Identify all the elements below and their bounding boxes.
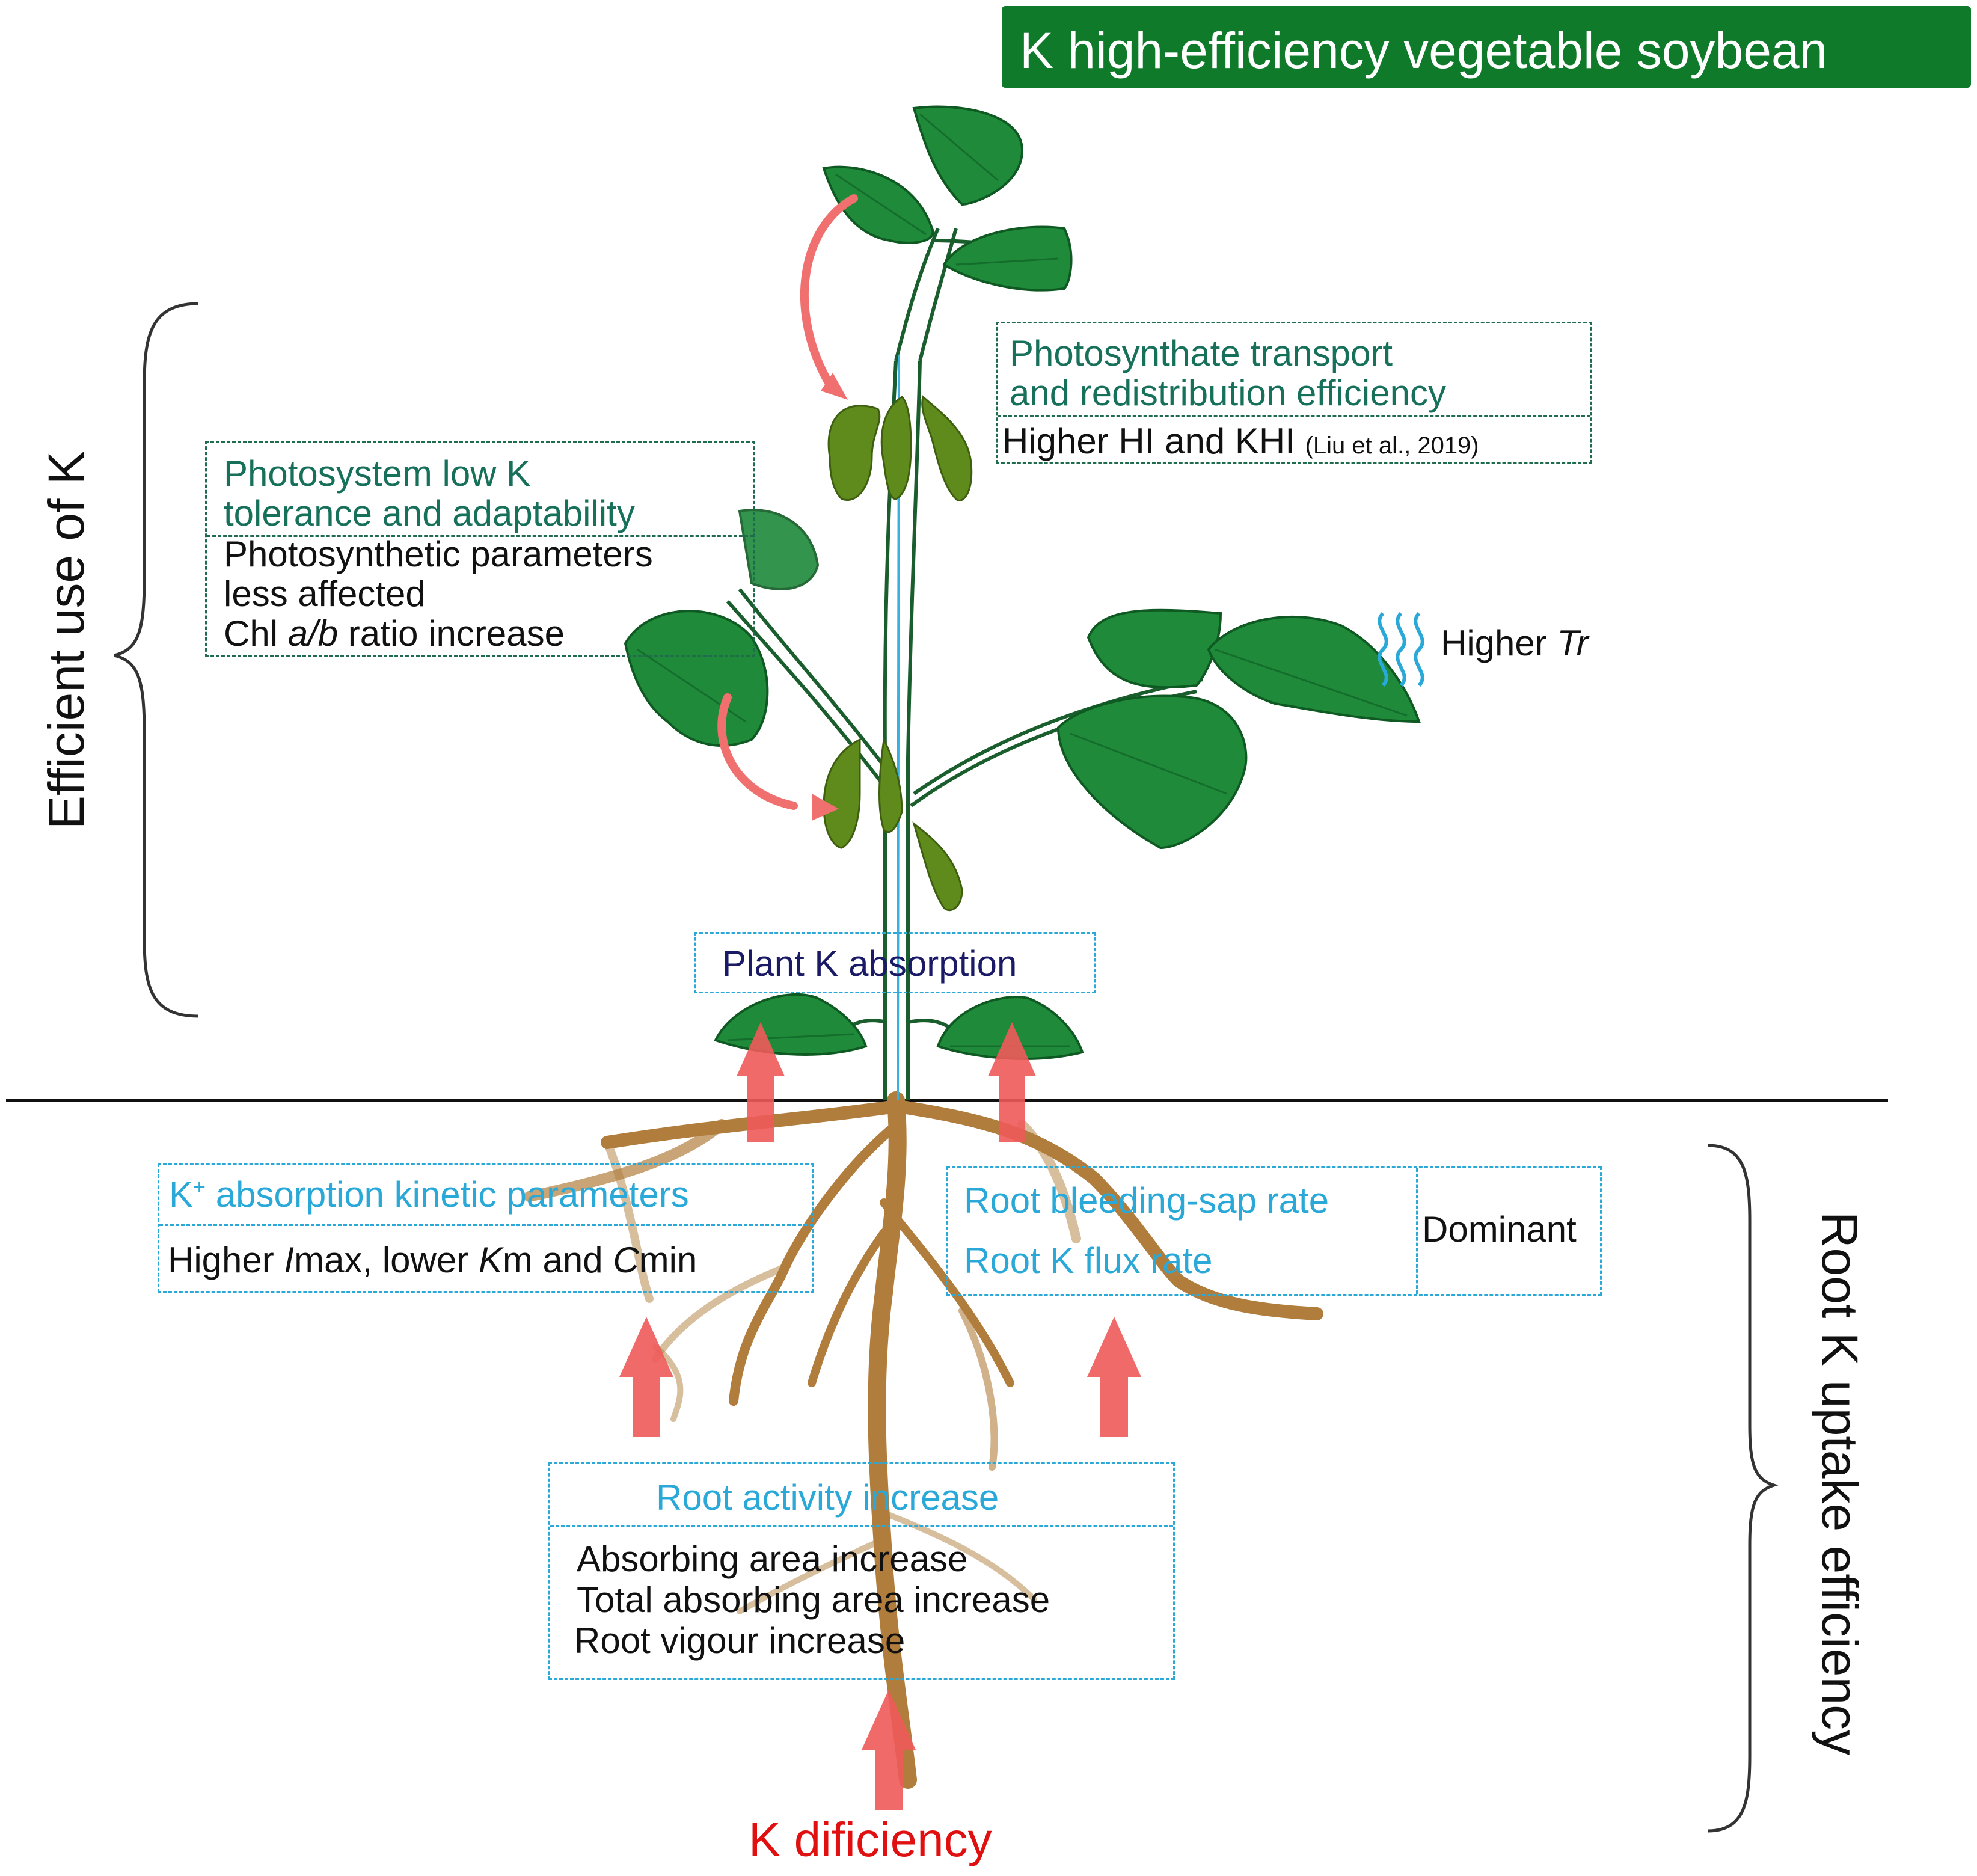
photosystem-detail-line3: Chl a/b ratio increase <box>224 613 565 654</box>
pods <box>823 395 973 912</box>
deficiency-label: K dificiency <box>749 1813 992 1866</box>
plant-absorption-label: Plant K absorption <box>722 943 1017 984</box>
left-brace-icon <box>114 302 199 1018</box>
root-flux-label: Root K flux rate <box>964 1240 1213 1281</box>
root-activity-box: Root activity increase Absorbing area in… <box>548 1462 1175 1680</box>
citation: (Liu et al., 2019) <box>1305 432 1479 459</box>
plant-absorption-box: Plant K absorption <box>694 932 1096 993</box>
photosystem-box: Photosystem low K tolerance and adaptabi… <box>205 441 755 657</box>
root-activity-line3: Root vigour increase <box>574 1620 906 1661</box>
root-rates-box: Root bleeding-sap rate Root K flux rate … <box>946 1166 1602 1296</box>
section-label-root-uptake: Root K uptake efficiency <box>1812 1211 1868 1756</box>
transpiration-label: Higher Tr <box>1441 623 1589 663</box>
root-activity-line2: Total absorbing area increase <box>577 1580 1050 1620</box>
photosynthate-heading-line1: Photosynthate transport <box>1010 333 1393 373</box>
kinetic-detail: Higher Imax, lower Km and Cmin <box>168 1240 697 1280</box>
title-banner: K high-efficiency vegetable soybean <box>1002 6 1971 88</box>
root-bleeding-label: Root bleeding-sap rate <box>964 1180 1329 1221</box>
photosynthate-heading-line2: and redistribution efficiency <box>1010 373 1446 413</box>
uptake-arrows <box>619 1022 1141 1810</box>
dominant-label: Dominant <box>1422 1209 1577 1249</box>
photosystem-detail-line2: less affected <box>224 574 426 614</box>
photosystem-heading-line2: tolerance and adaptability <box>224 493 635 533</box>
root-activity-line1: Absorbing area increase <box>577 1539 968 1579</box>
photosystem-heading-line1: Photosystem low K <box>224 453 531 494</box>
transpiration-icon <box>1378 612 1424 687</box>
redistribution-arrows <box>717 194 858 810</box>
page-title: K high-efficiency vegetable soybean <box>1020 22 1828 79</box>
kinetic-box: K+ absorption kinetic parameters Higher … <box>158 1163 814 1293</box>
kinetic-heading: K+ absorption kinetic parameters <box>169 1174 689 1215</box>
section-label-efficient-use: Efficient use of K <box>38 451 94 829</box>
photosystem-detail-line1: Photosynthetic parameters <box>224 534 653 574</box>
photosynthate-box: Photosynthate transport and redistributi… <box>996 322 1592 464</box>
right-brace-icon <box>1707 1144 1779 1833</box>
root-activity-heading: Root activity increase <box>656 1477 999 1518</box>
photosynthate-detail: Higher HI and KHI (Liu et al., 2019) <box>1002 421 1479 461</box>
